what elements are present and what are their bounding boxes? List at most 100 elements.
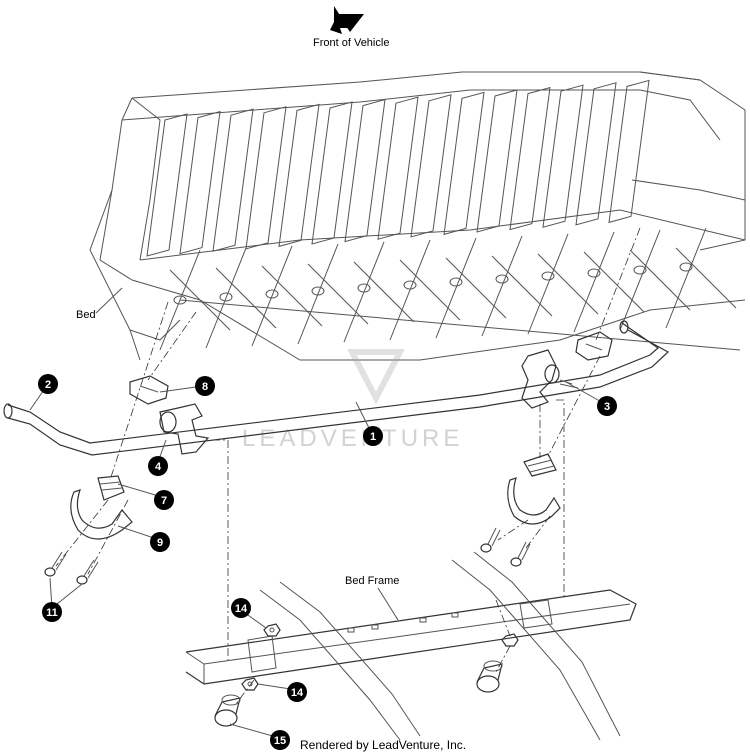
callout-8-number: 8 [202, 381, 208, 393]
bumper-right [476, 660, 503, 693]
callout-7-number: 7 [161, 495, 167, 507]
bed-underside-line [583, 251, 645, 313]
rod-clip-left [159, 403, 210, 455]
callout-1-number: 1 [370, 431, 376, 443]
callout-4: 4 [148, 456, 168, 476]
bed-frame [185, 551, 637, 741]
bed-rib [311, 101, 353, 245]
bed-underside-boss [403, 280, 417, 290]
bed-underside-line [629, 249, 691, 311]
bed-underside-line [297, 243, 339, 345]
callout-9-number: 9 [157, 537, 163, 549]
bed-rib [179, 110, 221, 255]
callout-14-upper: 14 [231, 598, 251, 618]
bed-underside-line [445, 257, 507, 319]
bed-underside-line [665, 227, 707, 329]
callout-14-lower: 14 [287, 682, 307, 702]
callout-11: 11 [42, 602, 62, 622]
bed-underside-line [537, 253, 599, 315]
bed-underside-line [215, 267, 277, 329]
bed-underside-line [251, 245, 293, 347]
callout-15: 15 [270, 730, 290, 750]
bed-underside-boss [633, 265, 647, 275]
callout-3-number: 3 [604, 401, 610, 413]
bed-underside-boss [219, 292, 233, 302]
watermark-logo-icon [347, 349, 405, 405]
bed-underside-line [481, 235, 523, 337]
clamp-right [507, 477, 561, 525]
bed-rib [509, 86, 551, 231]
nut-upper [263, 623, 281, 637]
bed-rib [410, 94, 452, 238]
callout-4-number: 4 [155, 461, 162, 473]
bed-underside-line [307, 263, 369, 325]
alignment-lines [55, 227, 641, 705]
rod-clip-right [521, 349, 579, 409]
bed-underside-boss [449, 277, 463, 287]
bed-rib [278, 103, 320, 248]
bed-label: Bed [76, 309, 96, 321]
bed-underside-line [261, 265, 323, 327]
callout-15-number: 15 [274, 735, 286, 747]
nut-right [501, 633, 519, 647]
callout-leaders [29, 381, 606, 739]
bed-underside-boss [541, 271, 555, 281]
callout-14-upper-number: 14 [235, 603, 248, 615]
bed-underside-line [399, 259, 461, 321]
bed-rib [377, 96, 419, 240]
bed-rib [212, 108, 254, 252]
bed-underside-line [527, 233, 569, 335]
screw-right-2 [510, 541, 531, 567]
support-rod [3, 320, 670, 456]
bed-frame-label: Bed Frame [345, 575, 399, 587]
callout-9: 9 [150, 532, 170, 552]
callout-8: 8 [195, 376, 215, 396]
bed-rib [245, 106, 287, 250]
bed-ribs [146, 79, 650, 257]
bed-underside-boss [679, 262, 693, 272]
bed-underside-line [619, 229, 661, 331]
footer-credit: Rendered by LeadVenture, Inc. [300, 738, 466, 752]
callout-7: 7 [154, 490, 174, 510]
bed-underside-line [169, 269, 231, 331]
screw-left-1 [44, 551, 67, 577]
front-direction-arrow-icon [330, 6, 364, 34]
bumper-left [214, 694, 241, 727]
callout-2-number: 2 [45, 379, 51, 391]
bed-illustration [89, 71, 746, 361]
bed-underside-line [435, 237, 477, 339]
bed-rib [344, 98, 386, 243]
bed-underside-boss [265, 289, 279, 299]
retainer-clip-left [129, 375, 169, 405]
watermark: LEADVENTURE [242, 425, 463, 452]
bed-rib [542, 84, 584, 228]
nut-lower [241, 677, 259, 691]
bed-underside-line [573, 231, 615, 333]
bed-rib [608, 79, 650, 224]
bed-underside-line [353, 261, 415, 323]
bed-underside-boss [173, 295, 187, 305]
callout-1: 1 [363, 426, 383, 446]
bed-underside-ribs [159, 227, 737, 351]
bed-underside-boss [357, 283, 371, 293]
screw-left-2 [76, 559, 99, 585]
front-of-vehicle-label: Front of Vehicle [313, 37, 389, 49]
bed-underside-line [389, 239, 431, 341]
callout-3: 3 [597, 396, 617, 416]
callout-14-lower-number: 14 [291, 687, 304, 699]
bed-rib [476, 89, 518, 233]
bed-underside-line [675, 247, 737, 309]
bed-rib [146, 113, 188, 257]
bushing-left [97, 475, 125, 501]
callout-11-number: 11 [46, 607, 58, 619]
screw-right-1 [480, 527, 501, 553]
bed-underside-line [491, 255, 553, 317]
bed-rib [575, 82, 617, 226]
bed-underside-line [205, 247, 247, 349]
bed-underside-boss [311, 286, 325, 296]
retainer-clip-right [575, 331, 613, 361]
bed-rib [443, 91, 485, 236]
clamp-left [70, 489, 133, 540]
callout-2: 2 [38, 374, 58, 394]
